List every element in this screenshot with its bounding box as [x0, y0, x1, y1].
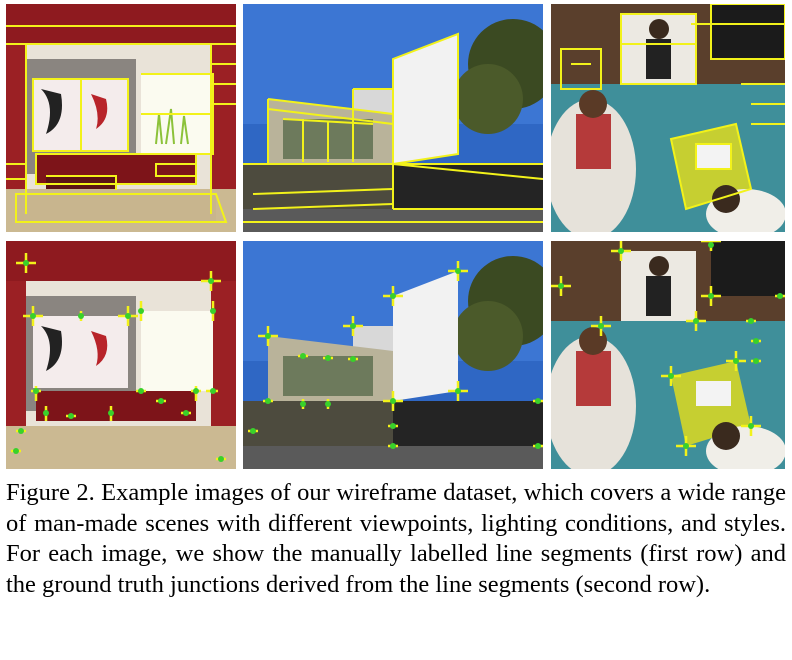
house-exterior-scene [243, 241, 543, 469]
house-exterior-junctions-image [243, 241, 543, 469]
living-room-segments-image [6, 4, 236, 232]
living-room-scene [6, 4, 236, 232]
figure-caption-text: Example images of our wireframe dataset,… [6, 479, 787, 598]
figure-image-grid [6, 4, 785, 469]
living-room-junctions-image [6, 241, 236, 469]
lounge-segments-image [551, 4, 785, 232]
lounge-scene [551, 4, 785, 232]
house-exterior-scene [243, 4, 543, 232]
figure-caption-label: Figure 2. [6, 479, 95, 506]
lounge-junctions-image [551, 241, 785, 469]
house-exterior-segments-image [243, 4, 543, 232]
lounge-scene [551, 241, 785, 469]
living-room-scene [6, 241, 236, 469]
figure-caption: Figure 2. Example images of our wirefram… [6, 478, 786, 600]
